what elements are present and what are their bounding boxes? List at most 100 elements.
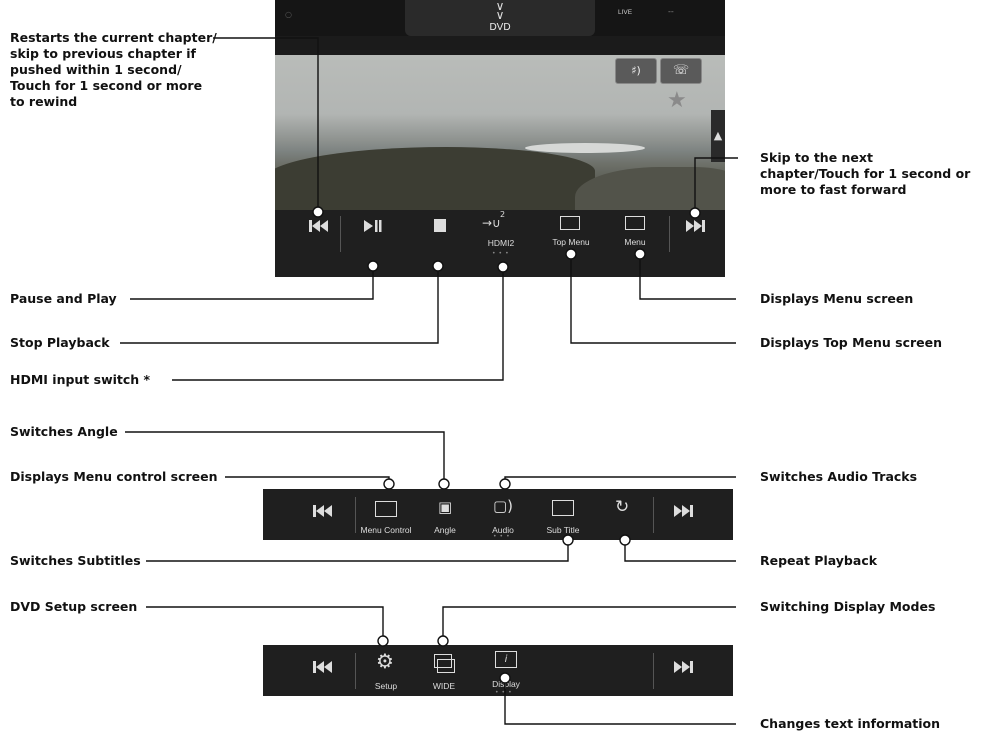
previous-chapter-button[interactable]	[305, 215, 333, 237]
skip-next-icon	[674, 505, 693, 517]
marker	[499, 672, 511, 684]
marker	[438, 478, 450, 490]
menu-label: Menu	[624, 237, 646, 247]
callout-menu-control: Displays Menu control screen	[10, 469, 218, 484]
callout-top-menu: Displays Top Menu screen	[760, 335, 943, 350]
top-menu-button[interactable]: Top Menu	[547, 214, 595, 254]
setup-button[interactable]: ⚙ Setup	[363, 649, 409, 693]
divider	[355, 653, 356, 689]
play-pause-icon	[364, 220, 382, 232]
top-menu-label: Top Menu	[552, 237, 590, 247]
volume-button[interactable]: ♯)	[615, 58, 657, 84]
leader-display-modes	[442, 606, 736, 638]
leader-subtitles	[146, 541, 569, 562]
leader-text-info	[504, 682, 736, 725]
marker	[689, 207, 701, 219]
favorite-star-icon[interactable]: ★	[667, 88, 687, 113]
marker	[619, 534, 631, 546]
phone-button[interactable]: ☏	[660, 58, 702, 84]
hdmi-number: 2	[500, 210, 506, 219]
repeat-icon: ↻	[615, 497, 630, 517]
skip-next-icon	[674, 661, 693, 673]
display-mode-icon	[434, 654, 452, 668]
scroll-up-icon[interactable]: ▲	[711, 110, 725, 162]
leader-stop	[120, 270, 439, 344]
divider	[653, 653, 654, 689]
stop-button[interactable]	[427, 215, 453, 237]
leader-hdmi	[172, 271, 504, 381]
hdmi-switch-button[interactable]: 2 →∪ HDMI2 •••	[478, 210, 524, 258]
angle-label: Angle	[434, 525, 456, 535]
callout-pause-play: Pause and Play	[10, 291, 117, 306]
angle-button[interactable]: ▣ Angle	[425, 493, 465, 537]
marker	[432, 260, 444, 272]
wide-button[interactable]: WIDE	[423, 649, 465, 693]
page-indicator: •••	[493, 533, 513, 540]
speaker-icon: ▢)	[493, 497, 514, 515]
audio-button[interactable]: ▢) Audio	[483, 493, 523, 537]
status-icon-left: ○	[285, 10, 292, 19]
leader-top-menu	[570, 257, 736, 344]
menu-control-icon	[375, 501, 397, 517]
marker	[367, 260, 379, 272]
leader-pause-play	[130, 270, 374, 300]
source-label: DVD	[489, 22, 511, 33]
gear-icon: ⚙	[376, 649, 394, 673]
menu-button[interactable]: Menu	[615, 214, 655, 254]
previous-chapter-button[interactable]	[313, 659, 339, 681]
callout-stop: Stop Playback	[10, 335, 110, 350]
subtitle-label: Sub Title	[546, 525, 580, 535]
skip-previous-icon	[309, 220, 328, 232]
leader-angle	[125, 431, 445, 480]
display-button[interactable]: i Display	[485, 649, 527, 693]
menu-control-button[interactable]: Menu Control	[358, 493, 414, 537]
menu-icon	[625, 216, 645, 230]
callout-audio-tracks: Switches Audio Tracks	[760, 469, 918, 484]
foam	[525, 143, 645, 153]
audio-label: Audio	[492, 525, 514, 535]
skip-next-icon	[686, 220, 705, 232]
leader-menu	[639, 257, 736, 300]
marker	[565, 248, 577, 260]
callout-skip-next: Skip to the next chapter/Touch for 1 sec…	[760, 150, 971, 197]
callout-setup: DVD Setup screen	[10, 599, 138, 614]
play-pause-button[interactable]	[360, 215, 386, 237]
hdmi-icon: →∪	[482, 216, 501, 230]
repeat-button[interactable]: ↻	[611, 497, 639, 525]
status-bar: ∨∨ DVD LIVE -- ○	[275, 0, 725, 36]
callout-display-modes: Switching Display Modes	[760, 599, 936, 614]
marker	[312, 206, 324, 218]
callout-repeat: Repeat Playback	[760, 553, 878, 568]
previous-chapter-button[interactable]	[313, 503, 339, 525]
marker	[634, 248, 646, 260]
next-chapter-button[interactable]	[673, 503, 699, 525]
leader-repeat	[624, 541, 736, 562]
subtitle-icon	[552, 500, 574, 516]
divider	[340, 216, 341, 252]
next-chapter-button[interactable]	[673, 659, 699, 681]
menu-control-label: Menu Control	[360, 525, 412, 535]
callout-subtitles: Switches Subtitles	[10, 553, 141, 568]
info-icon: i	[495, 651, 517, 668]
page-indicator: •••	[495, 689, 515, 696]
shore-rocks	[275, 147, 595, 210]
marker	[383, 478, 395, 490]
callout-hdmi: HDMI input switch *	[10, 372, 151, 387]
divider	[653, 497, 654, 533]
setup-label: Setup	[374, 681, 398, 691]
marker	[497, 261, 509, 273]
divider	[669, 216, 670, 252]
marker	[562, 534, 574, 546]
top-menu-icon	[560, 216, 580, 230]
callout-text-info: Changes text information	[760, 716, 941, 731]
source-tab[interactable]	[405, 0, 595, 36]
subtitle-button[interactable]: Sub Title	[539, 493, 587, 537]
next-chapter-button[interactable]	[681, 215, 709, 237]
callout-angle: Switches Angle	[10, 424, 118, 439]
clock-dash: --	[668, 7, 674, 16]
page-indicator: •••	[492, 250, 512, 257]
skip-previous-icon	[313, 505, 332, 517]
live-label: LIVE	[618, 9, 633, 16]
chevron-down-icon[interactable]: ∨∨	[495, 0, 505, 22]
